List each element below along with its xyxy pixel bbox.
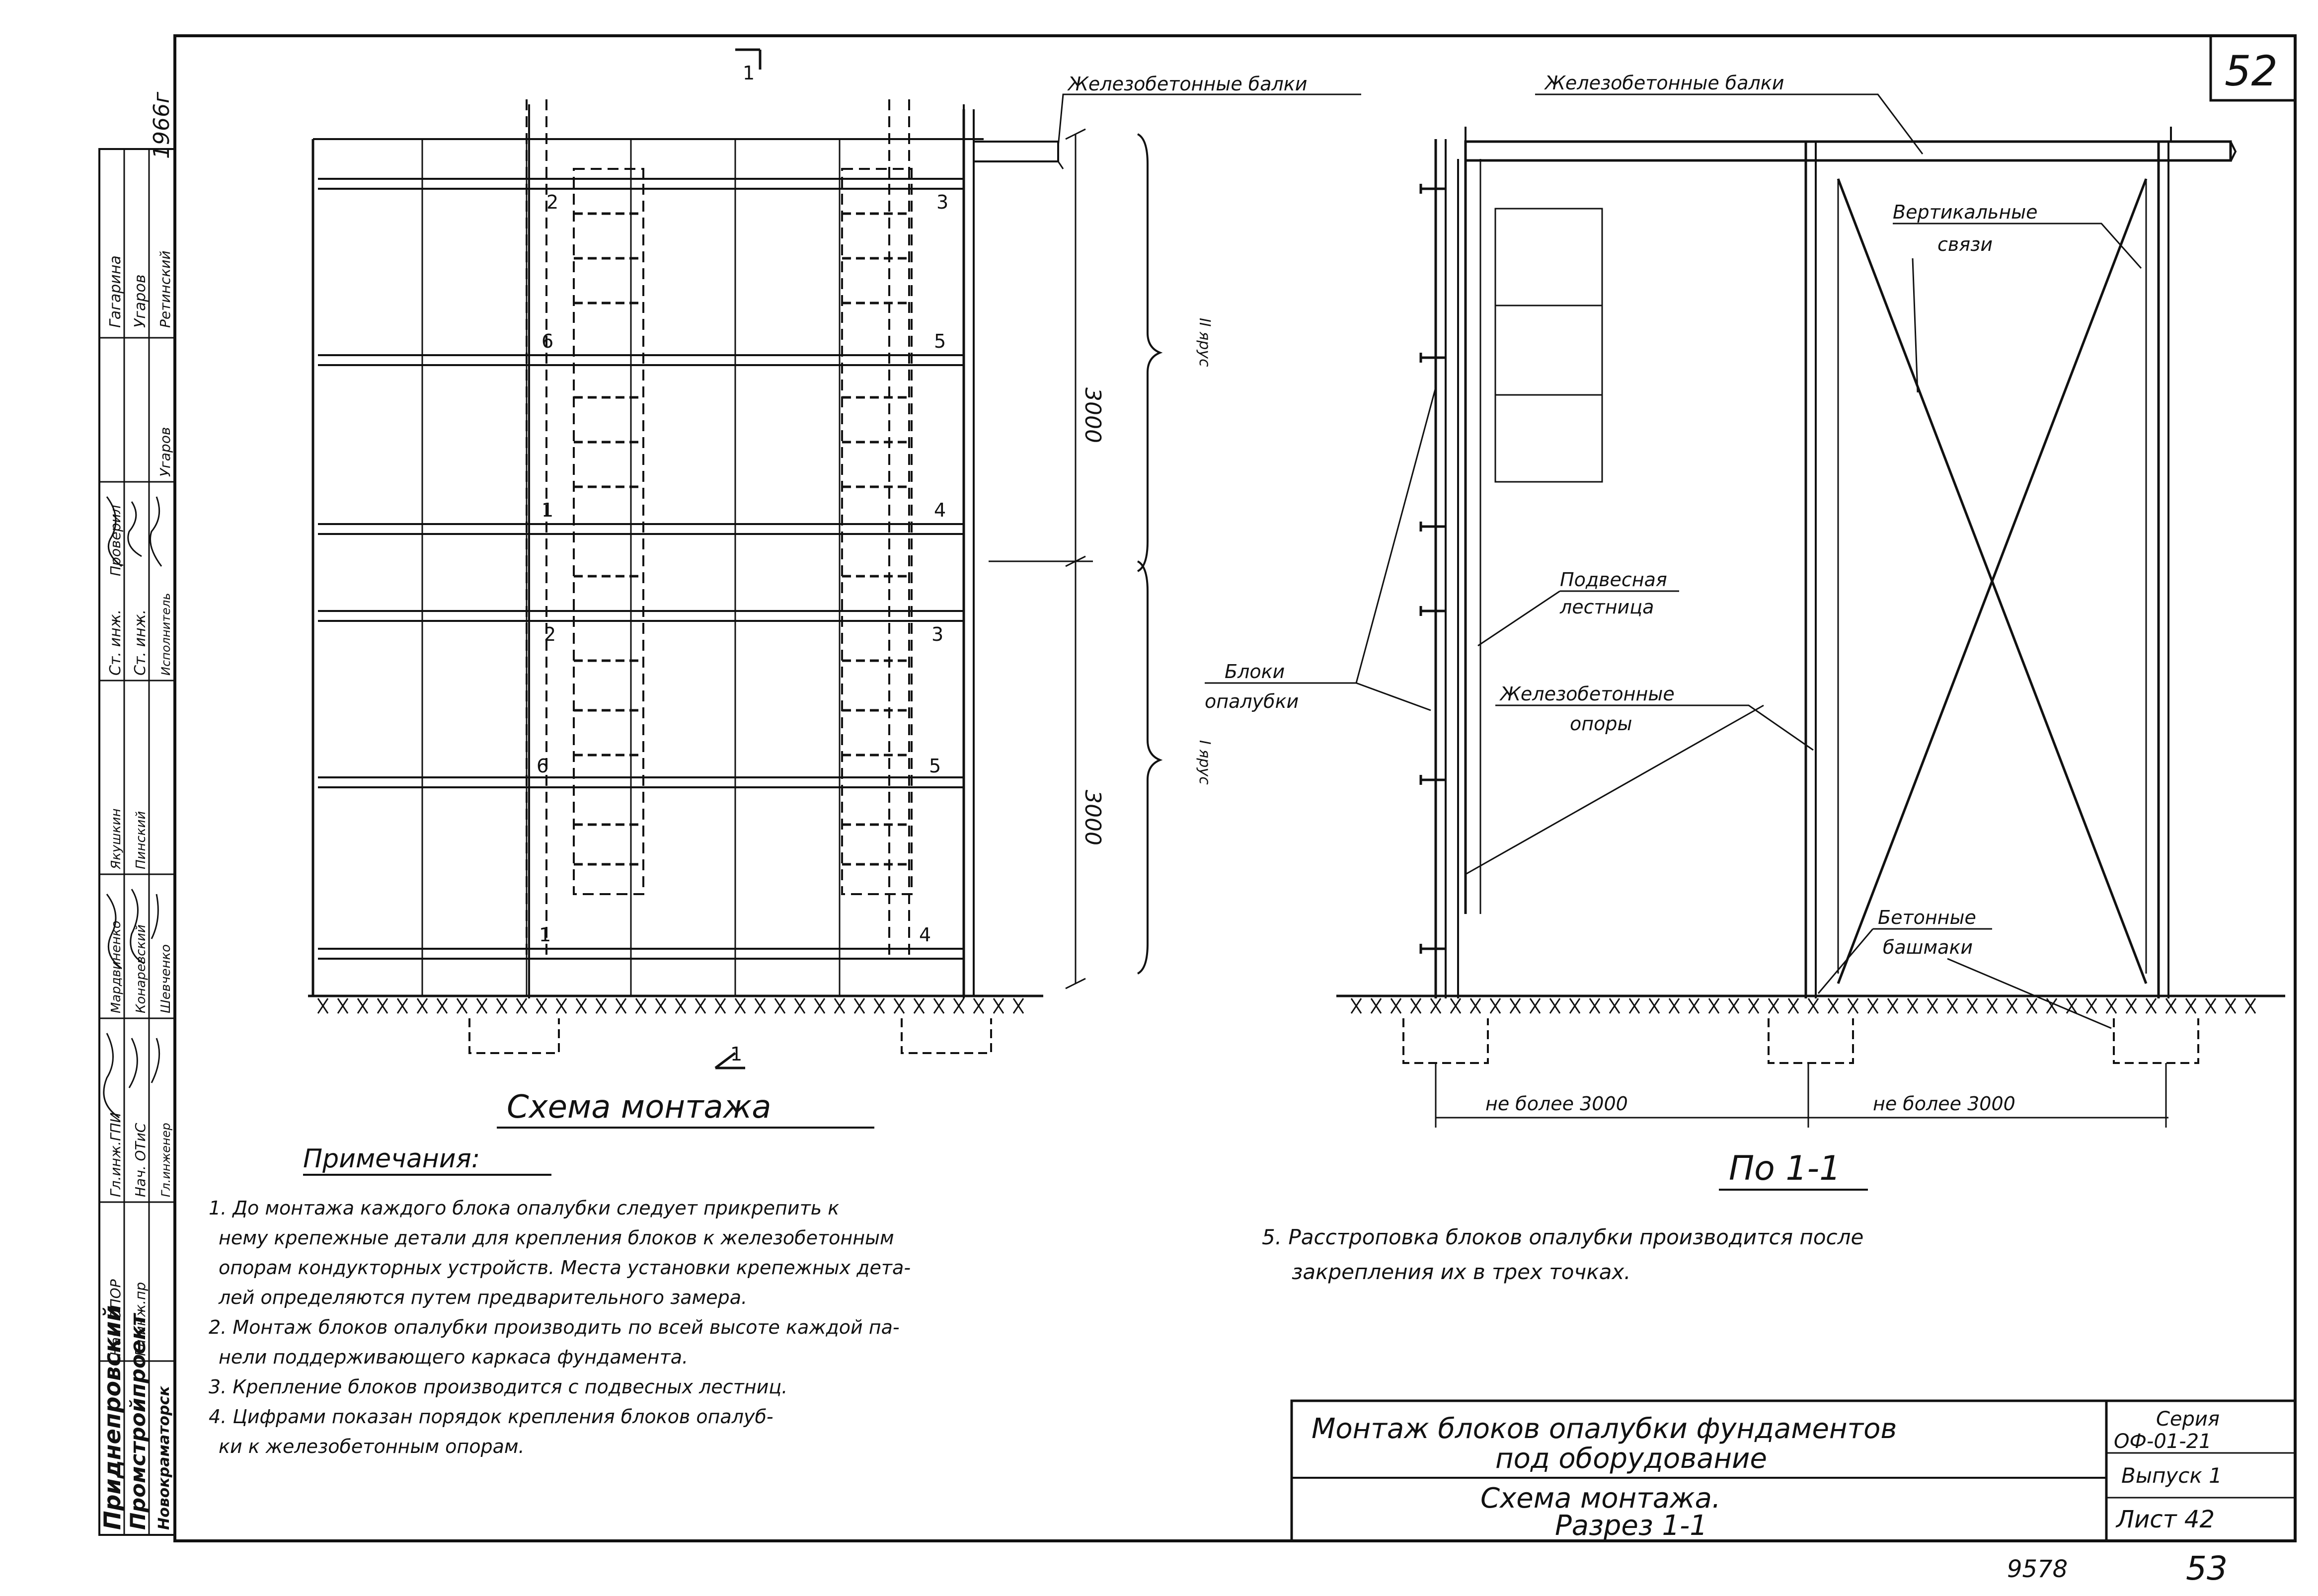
label-vertical-ties-1: Вертикальные	[1893, 201, 2038, 223]
label-rc-supports-2: опоры	[1570, 713, 1632, 735]
note-line-5: 2. Монтаж блоков опалубки производить по…	[209, 1316, 900, 1338]
section-mark-bottom: 1	[730, 1043, 742, 1065]
page-number: 52	[2225, 47, 2278, 95]
stamp-position-2: Нач. ОТиС	[132, 1123, 149, 1197]
issue-label: Выпуск 1	[2121, 1463, 2222, 1488]
section-view-title: По 1-1	[1729, 1149, 1841, 1188]
tier-lower-label: I ярус	[1196, 740, 1213, 785]
inventory-number: 9578	[2007, 1555, 2068, 1583]
note5-line-2: закрепления их в трех точках.	[1292, 1260, 1631, 1284]
note-line-6: нели поддерживающего каркаса фундамента.	[219, 1346, 688, 1368]
series-label: Серия	[2156, 1408, 2220, 1431]
dim-right: не более 3000	[1873, 1093, 2015, 1115]
label-rc-supports-1: Железобетонные	[1499, 683, 1675, 705]
bolt-upper-3: 3	[936, 191, 948, 213]
stamp-name2-3: Ретинский	[157, 250, 173, 328]
stamp-role-2: Ст. инж.	[132, 609, 149, 676]
title-line-1: Монтаж блоков опалубки фундаментов	[1312, 1413, 1897, 1445]
stamp-org-2: Промстройпроект	[126, 1312, 150, 1530]
stamp-position-4: Нач. ОПОР	[107, 1279, 124, 1356]
bolt-lower-2: 2	[544, 623, 556, 645]
front-view-title: Схема монтажа	[507, 1089, 771, 1126]
stamp-name1-4: Якушкин	[109, 808, 124, 870]
front-view: 2 3 6 5 1 4 2 3 6 5 1 4 1 1 3000 3000	[308, 48, 1361, 1129]
stamp-position-3: Гл.инженер	[159, 1123, 173, 1197]
series-value: ОФ-01-21	[2114, 1430, 2212, 1453]
page-number-box	[2209, 34, 2297, 102]
label-hanging-ladder-2: лестница	[1559, 596, 1654, 618]
note-line-4: лей определяются путем предварительного …	[218, 1287, 747, 1308]
title-line-2: под оборудование	[1495, 1443, 1767, 1475]
note-line-8: 4. Цифрами показан порядок крепления бло…	[209, 1406, 773, 1428]
bolt-lower-6: 6	[537, 755, 548, 777]
note-line-9: ки к железобетонным опорам.	[219, 1436, 525, 1457]
notes-heading: Примечания:	[303, 1144, 480, 1174]
stamp-name2-4: Угаров	[157, 427, 173, 477]
dim-upper-tier: 3000	[1080, 387, 1105, 443]
label-concrete-shoes-2: башмаки	[1883, 936, 1973, 958]
bolt-upper-5: 5	[934, 330, 946, 352]
note-line-7: 3. Крепление блоков производится с подве…	[209, 1376, 787, 1398]
bolt-lower-3: 3	[931, 623, 943, 645]
bolt-lower-1: 1	[539, 924, 551, 946]
label-hanging-ladder-1: Подвесная	[1560, 569, 1667, 591]
bolt-lower-4: 4	[919, 924, 931, 946]
stamp-position-1: Гл.инж.ГПИ	[107, 1112, 124, 1197]
note-line-1: 1. До монтажа каждого блока опалубки сле…	[209, 1197, 839, 1219]
note5-line-1: 5. Расстроповка блоков опалубки производ…	[1262, 1225, 1863, 1249]
bolt-upper-2: 2	[546, 191, 558, 213]
sheet-label: Лист 42	[2115, 1506, 2215, 1533]
stamp-role-1: Ст. инж.	[107, 609, 124, 676]
label-concrete-shoes-1: Бетонные	[1878, 907, 1976, 928]
title-line-3: Схема монтажа.	[1480, 1482, 1721, 1515]
section-label-beams: Железобетонные балки	[1544, 72, 1784, 94]
label-vertical-ties-2: связи	[1937, 233, 1993, 255]
label-formwork-blocks-2: опалубки	[1205, 690, 1299, 712]
title-block: Монтаж блоков опалубки фундаментов под о…	[1290, 1399, 2297, 1542]
tier-upper-label: II ярус	[1196, 318, 1213, 367]
label-formwork-blocks-1: Блоки	[1225, 661, 1285, 683]
stamp-year: 1966г	[149, 91, 174, 159]
stamp-name2-2: Угаров	[132, 274, 149, 328]
bolt-upper-1: 1	[541, 499, 553, 521]
stamp-name1-5: Пинский	[134, 811, 149, 869]
side-stamp: 1966г Приднепровский Промстройпроект Нов…	[98, 91, 176, 1536]
note-line-3: опорам кондукторных устройств. Места уст…	[219, 1257, 911, 1279]
dim-lower-tier: 3000	[1080, 790, 1105, 845]
stamp-position-5: Гл.инж.пр	[132, 1282, 149, 1356]
stamp-name2-1: Гагарина	[107, 255, 124, 328]
bolt-upper-4: 4	[934, 499, 946, 521]
front-label-beams: Железобетонные балки	[1067, 73, 1307, 95]
stamp-name1-3: Шевченко	[158, 944, 173, 1013]
stamp-org-1: Приднепровский	[99, 1305, 126, 1530]
bolt-upper-6: 6	[541, 330, 553, 352]
section-view: Железобетонные балки Вертикальные связи …	[1205, 72, 2285, 1191]
bolt-lower-5: 5	[929, 755, 941, 777]
stamp-org-3: Новокраматорск	[155, 1386, 173, 1530]
stamp-role-3: Исполнитель	[159, 593, 173, 676]
stamp-name1-2: Конаревский	[134, 924, 149, 1013]
section-mark-top: 1	[743, 62, 755, 84]
note-line-2: нему крепежные детали для крепления блок…	[219, 1227, 894, 1249]
notes: Примечания: 1. До монтажа каждого блока …	[209, 1144, 1863, 1457]
title-line-4: Разрез 1-1	[1555, 1510, 1707, 1542]
page-number-bottom: 53	[2186, 1549, 2228, 1588]
dim-left: не более 3000	[1485, 1093, 1628, 1115]
